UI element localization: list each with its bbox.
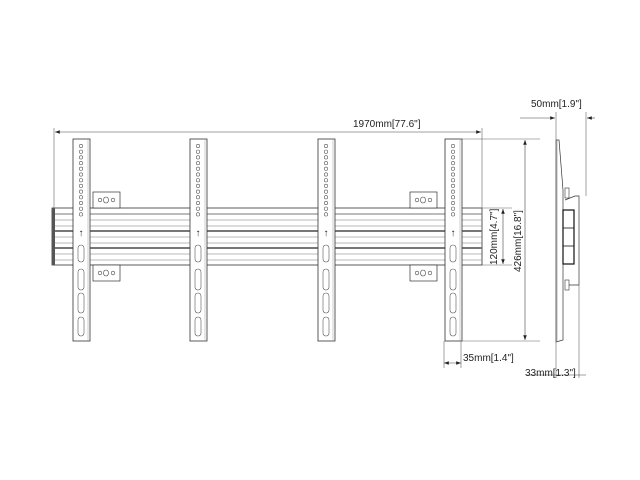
mount-hole xyxy=(450,201,455,206)
mount-hole xyxy=(79,212,84,217)
slot xyxy=(449,268,457,291)
mount-hole xyxy=(79,201,84,206)
mount-hole xyxy=(323,178,328,183)
slot xyxy=(194,292,202,314)
mount-hole xyxy=(323,149,328,154)
mount-hole xyxy=(323,144,328,149)
dimension-depth: 50mm[1.9"] xyxy=(520,99,595,196)
slot xyxy=(194,316,202,337)
mount-hole xyxy=(323,172,328,177)
dimension-overall-width: 1970mm[77.6"] xyxy=(53,119,483,208)
mount-hole xyxy=(323,212,328,217)
adapter-plate xyxy=(92,264,121,282)
mount-hole xyxy=(196,149,201,154)
mount-hole xyxy=(196,161,201,166)
adapter-plate xyxy=(409,264,438,282)
mount-hole xyxy=(323,201,328,206)
mount-hole xyxy=(196,166,201,171)
vertical-bracket: ↑ xyxy=(72,138,91,342)
vertical-bracket: ↑ xyxy=(189,138,208,342)
dimension-rail-height: 120mm[4.7"] xyxy=(482,207,512,266)
slot xyxy=(77,316,85,337)
min-depth-label: 33mm[1.3"] xyxy=(525,368,576,379)
mount-hole xyxy=(79,178,84,183)
mount-hole xyxy=(79,183,84,188)
mount-hole xyxy=(323,166,328,171)
mount-hole xyxy=(79,166,84,171)
front-view: ↑ ↑ ↑ ↑ xyxy=(51,138,483,342)
mount-hole xyxy=(323,206,328,211)
mount-hole xyxy=(450,172,455,177)
mount-hole xyxy=(196,155,201,160)
svg-text:↑: ↑ xyxy=(196,228,201,239)
slot xyxy=(322,244,330,263)
mount-hole xyxy=(450,189,455,194)
mount-hole xyxy=(323,161,328,166)
mount-hole xyxy=(196,183,201,188)
mount-hole xyxy=(196,172,201,177)
mount-hole xyxy=(450,183,455,188)
dimension-bracket-height: 426mm[16.8"] xyxy=(462,138,540,342)
slot xyxy=(449,316,457,337)
slot xyxy=(77,292,85,314)
slot xyxy=(449,244,457,263)
slot xyxy=(322,316,330,337)
slot xyxy=(77,244,85,263)
slot xyxy=(322,292,330,314)
mount-hole xyxy=(450,149,455,154)
mount-hole xyxy=(323,189,328,194)
vertical-bracket: ↑ xyxy=(444,138,463,342)
svg-text:↑: ↑ xyxy=(324,228,329,239)
mount-hole xyxy=(450,212,455,217)
svg-text:↑: ↑ xyxy=(79,228,84,239)
vertical-bracket: ↑ xyxy=(317,138,336,342)
mount-hole xyxy=(450,144,455,149)
mount-hole xyxy=(79,189,84,194)
bracket-height-label: 426mm[16.8"] xyxy=(513,210,524,272)
side-view xyxy=(555,139,580,343)
mount-hole xyxy=(196,195,201,200)
mount-hole xyxy=(79,155,84,160)
overall-width-label: 1970mm[77.6"] xyxy=(353,119,421,130)
adapter-plate xyxy=(92,191,121,209)
mount-hole xyxy=(79,206,84,211)
svg-text:↑: ↑ xyxy=(451,228,456,239)
rail-height-label: 120mm[4.7"] xyxy=(489,208,500,265)
mount-hole xyxy=(79,149,84,154)
mount-hole xyxy=(79,144,84,149)
mount-hole xyxy=(450,161,455,166)
mount-hole xyxy=(323,183,328,188)
mount-hole xyxy=(323,155,328,160)
mount-hole xyxy=(196,178,201,183)
mount-hole xyxy=(196,144,201,149)
mount-hole xyxy=(450,195,455,200)
depth-label: 50mm[1.9"] xyxy=(531,99,582,110)
mount-hole xyxy=(79,172,84,177)
mount-hole xyxy=(79,161,84,166)
bracket-width-label: 35mm[1.4"] xyxy=(463,353,514,364)
mount-hole xyxy=(450,155,455,160)
slot xyxy=(194,244,202,263)
mount-hole xyxy=(450,206,455,211)
horizontal-rail xyxy=(51,207,483,266)
mount-hole xyxy=(196,206,201,211)
slot xyxy=(322,268,330,291)
slot xyxy=(449,292,457,314)
mount-hole xyxy=(450,166,455,171)
dimension-min-depth: 33mm[1.3"] xyxy=(525,285,586,379)
mount-hole xyxy=(196,201,201,206)
mount-hole xyxy=(196,189,201,194)
mount-hole xyxy=(323,195,328,200)
mount-hole xyxy=(450,178,455,183)
slot xyxy=(77,268,85,291)
dimension-bracket-width: 35mm[1.4"] xyxy=(443,341,514,368)
mount-hole xyxy=(196,212,201,217)
slot xyxy=(194,268,202,291)
adapter-plate xyxy=(409,191,438,209)
mount-hole xyxy=(79,195,84,200)
